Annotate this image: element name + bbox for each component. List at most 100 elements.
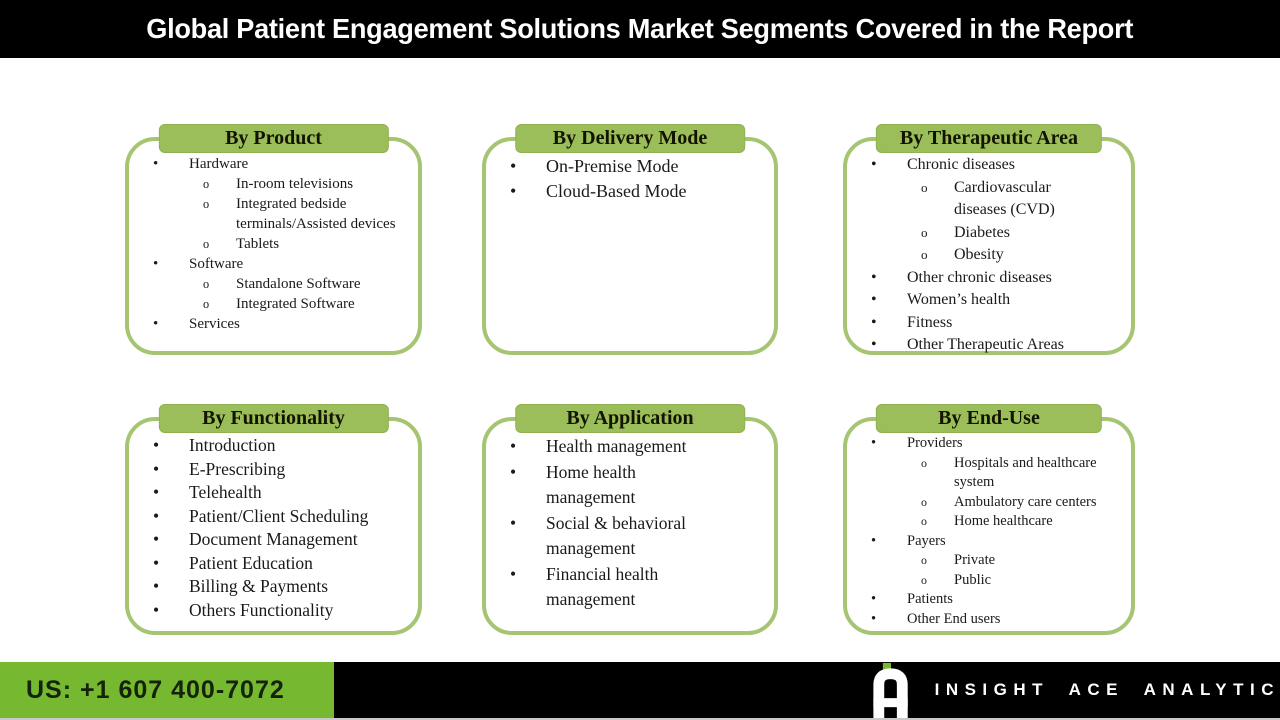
list-item-label: Cloud-Based Mode (546, 181, 687, 201)
list-item-label: Patient/Client Scheduling (189, 505, 369, 526)
list-item-label: Others Functionality (189, 599, 334, 620)
sub-list-item: o Ambulatory care centers (847, 493, 1131, 513)
bullet-icon: • (510, 461, 517, 482)
list-item: • Patients (847, 590, 1131, 610)
phone-number: US: +1 607 400-7072 (26, 675, 285, 704)
list-item: •Women’s health (847, 289, 1131, 312)
list-item: • Home health management (486, 460, 774, 511)
sub-list-item-label: Ambulatory care centers (954, 493, 1097, 510)
list-item: • Health management (486, 434, 774, 460)
list-item-label: Social & behavioral management (546, 512, 686, 559)
list-item: •Introduction (129, 434, 418, 458)
circle-bullet-icon: o (921, 514, 927, 528)
list-item-label: On-Premise Mode (546, 156, 679, 176)
sub-list-item-label: Standalone Software (236, 276, 361, 292)
bullet-icon: • (871, 610, 877, 627)
list-item: •Patient Education (129, 552, 418, 576)
list-item-label: Services (189, 316, 240, 332)
list-item-label: Other Therapeutic Areas (907, 336, 1064, 353)
list-item: •Chronic diseases (847, 154, 1131, 177)
list-item: • Billing & Payments (129, 575, 418, 599)
list-item: • Others Functionality (129, 599, 418, 623)
bullet-icon: • (153, 599, 160, 620)
bullet-icon: • (153, 316, 159, 332)
bullet-icon: • (871, 591, 877, 607)
list-item-label: Patients (907, 591, 953, 607)
segment-title-delivery-mode: By Delivery Mode (515, 124, 745, 153)
segment-box-application: By Application•Health management•Home he… (482, 404, 778, 635)
list-item: •Hardware (129, 154, 418, 174)
circle-bullet-icon: o (921, 494, 927, 509)
list-item-label: Health management (546, 436, 687, 456)
sub-list-item: o Diabetes (847, 222, 1131, 245)
segment-box-delivery-mode: By Delivery Mode•On-Premise Mode•Cloud-B… (482, 124, 778, 355)
bullet-icon: • (153, 505, 160, 526)
segment-list-delivery-mode: •On-Premise Mode•Cloud-Based Mode (486, 141, 774, 204)
sub-list-item-label: Cardiovascular diseases (CVD) (954, 178, 1055, 219)
list-item: •Cloud-Based Mode (486, 179, 774, 204)
bullet-icon: • (871, 435, 877, 451)
bottom-divider (0, 718, 1280, 720)
list-item-label: Chronic diseases (907, 156, 1015, 173)
sub-list-item-label: Public (954, 571, 992, 588)
segment-title-functionality: By Functionality (158, 404, 389, 433)
brand-name: INSIGHT ACE ANALYTIC (934, 680, 1280, 699)
segment-title-therapeutic-area: By Therapeutic Area (875, 124, 1103, 153)
list-item: •E-Prescribing (129, 458, 418, 482)
list-item-label: Document Management (189, 529, 358, 549)
insight-ace-logo-icon (872, 662, 908, 718)
phone-banner: US: +1 607 400-7072 (0, 662, 334, 718)
list-item: • Patient/Client Scheduling (129, 505, 418, 529)
bullet-icon: • (153, 576, 160, 596)
circle-bullet-icon: o (921, 553, 927, 567)
sub-list-item: o Hospitals and healthcare system (847, 454, 1131, 493)
bullet-icon: • (153, 552, 160, 573)
segment-box-functionality: By Functionality•Introduction•E-Prescrib… (125, 404, 422, 635)
sub-list-item-label: Hospitals and healthcare system (954, 454, 1097, 491)
list-item: •Fitness (847, 312, 1131, 335)
bullet-icon: • (153, 482, 160, 502)
sub-list-item-label: Obesity (954, 246, 1004, 263)
sub-list-item-label: Private (954, 552, 996, 568)
page-title: Global Patient Engagement Solutions Mark… (146, 13, 1134, 44)
list-item: •On-Premise Mode (486, 154, 774, 179)
circle-bullet-icon: o (921, 224, 928, 240)
circle-bullet-icon: o (921, 247, 928, 262)
sub-list-item-label: Home healthcare (954, 513, 1053, 529)
sub-list-item-label: Diabetes (954, 223, 1010, 241)
list-item-label: Fitness (907, 313, 953, 331)
list-item-label: Other End users (907, 610, 1001, 627)
list-item-label: Payers (907, 532, 946, 549)
segment-title-product: By Product (158, 124, 389, 153)
list-item-label: Hardware (189, 156, 249, 172)
list-item: •Document Management (129, 528, 418, 552)
list-item-label: Home health management (546, 461, 636, 508)
segment-title-end-use: By End-Use (875, 404, 1103, 433)
bullet-icon: • (510, 563, 517, 584)
bullet-icon: • (871, 268, 877, 286)
list-item-label: Billing & Payments (189, 576, 329, 596)
bullet-icon: • (510, 436, 517, 456)
sub-list-item-label: Integrated Software (236, 296, 355, 312)
list-item: •Software (129, 254, 418, 274)
circle-bullet-icon: o (921, 455, 927, 470)
bullet-icon: • (153, 256, 159, 272)
